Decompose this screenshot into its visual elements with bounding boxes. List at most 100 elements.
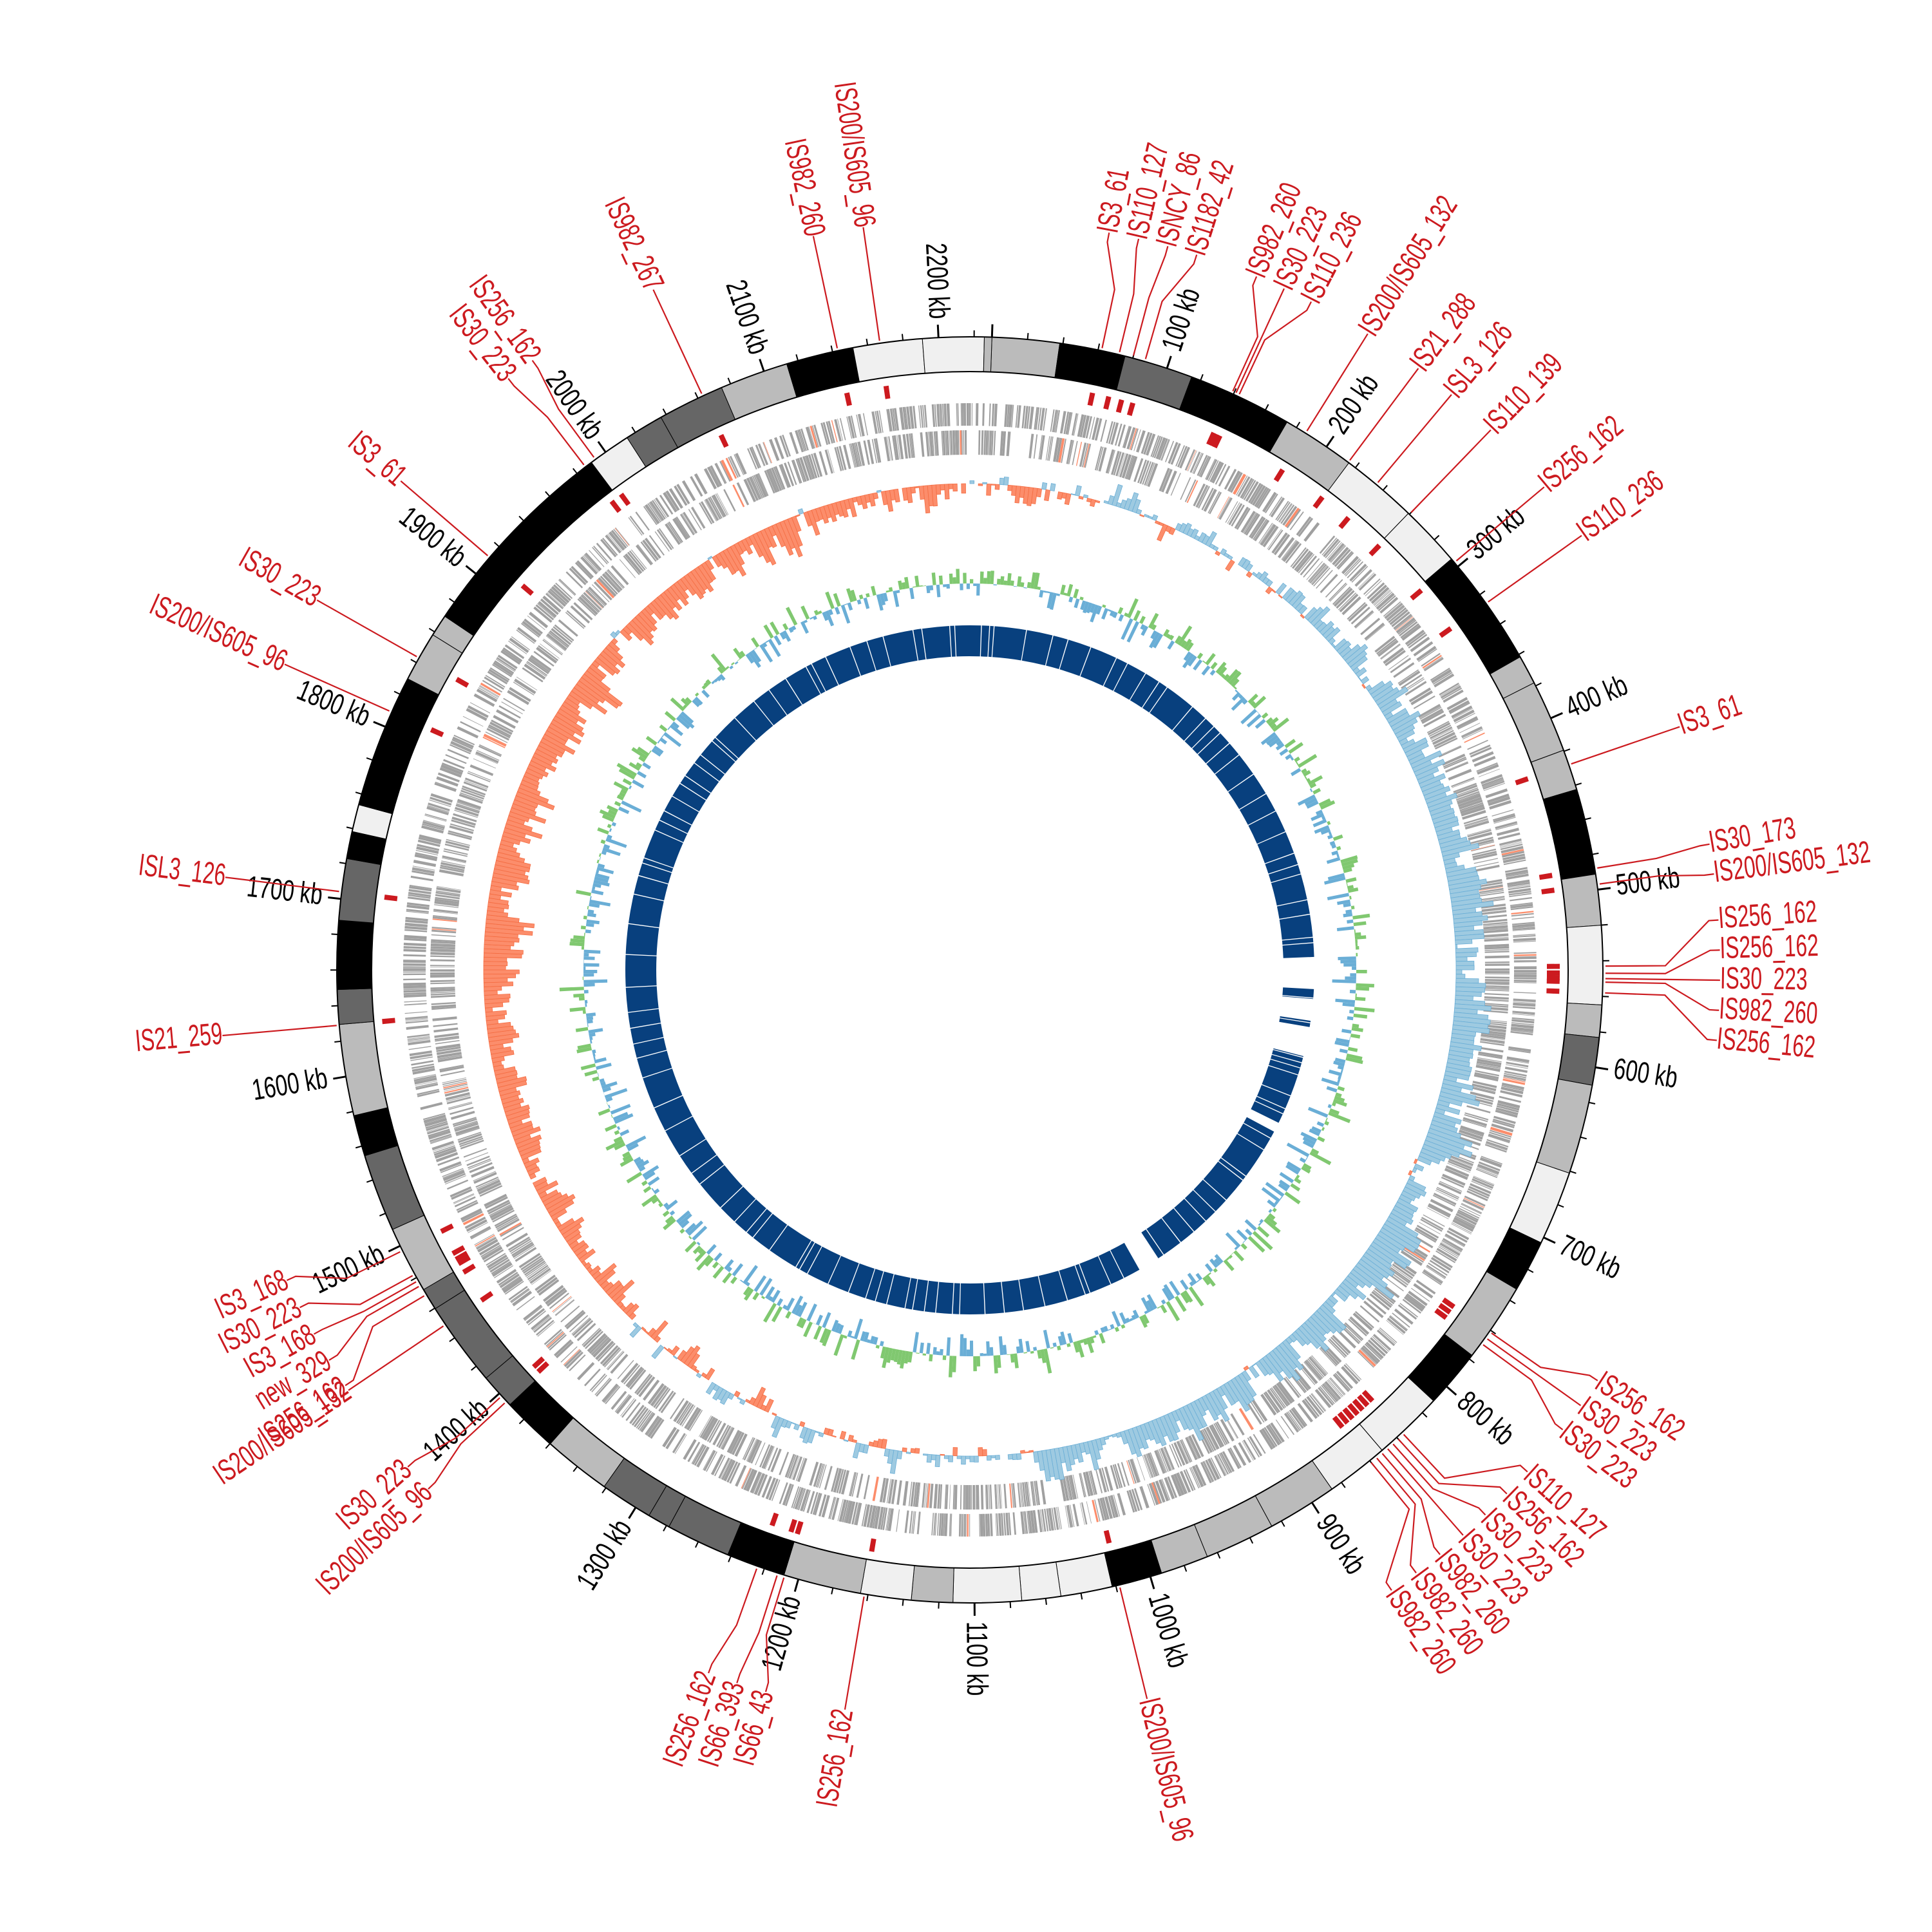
is-marker	[520, 583, 534, 596]
gene-reverse	[887, 1479, 894, 1504]
gc-content-bar	[1264, 1218, 1281, 1234]
gene-reverse	[873, 439, 880, 463]
gene-reverse	[430, 988, 455, 992]
is-marker	[440, 1223, 454, 1234]
gene-reverse	[679, 513, 695, 536]
gc-content-bar	[1068, 596, 1074, 603]
gene-reverse	[1045, 436, 1050, 460]
gene-reverse	[1157, 1450, 1166, 1473]
gc-content-bar	[1272, 717, 1289, 732]
gene-reverse	[1285, 1376, 1302, 1397]
gc-skew-bar	[1024, 1451, 1030, 1454]
inner-block	[638, 863, 672, 884]
gene-forward	[453, 1194, 475, 1204]
gene-reverse	[1048, 436, 1054, 461]
gc-content-bar	[1337, 1086, 1345, 1092]
gene-forward	[481, 1245, 502, 1258]
gc-content-bar	[886, 1347, 893, 1363]
gc-content-bar	[587, 913, 596, 918]
gc-content-bar	[665, 1199, 678, 1211]
gc-content-bar	[857, 599, 862, 605]
gene-forward	[831, 420, 838, 442]
gene-forward	[1283, 1412, 1300, 1433]
is-marker-track	[382, 385, 1560, 1552]
gene-forward	[1477, 1164, 1500, 1175]
gc-skew-bar	[1044, 489, 1051, 502]
gene-forward	[1452, 708, 1473, 719]
major-tick	[1166, 355, 1172, 369]
gene-forward	[433, 1146, 456, 1156]
major-tick	[1457, 557, 1469, 567]
gene-forward	[1513, 961, 1537, 963]
gene-forward	[794, 1487, 804, 1510]
gc-content-bar	[966, 583, 970, 589]
gc-content-bar	[1356, 983, 1374, 988]
gene-forward	[1265, 1425, 1281, 1446]
gene-reverse	[467, 772, 491, 782]
gene-reverse	[1165, 470, 1177, 495]
gene-forward	[1455, 712, 1475, 724]
gene-reverse	[1027, 1481, 1031, 1506]
gene-forward	[1041, 1509, 1046, 1532]
gene-forward	[1304, 1398, 1320, 1417]
gene-forward	[478, 686, 499, 698]
inner-block	[625, 923, 659, 956]
gc-skew-bar	[611, 638, 618, 645]
gene-reverse	[1218, 497, 1231, 519]
gene-reverse	[1484, 987, 1510, 989]
gene-reverse	[640, 541, 657, 562]
gc-content-bar	[1355, 946, 1359, 950]
gene-forward	[1452, 1219, 1474, 1232]
gene-forward	[405, 1016, 428, 1019]
gc-content-bar	[695, 692, 699, 697]
gene-forward	[408, 1046, 431, 1050]
gc-content-bar	[1073, 1341, 1080, 1353]
gene-forward	[446, 1179, 469, 1190]
gene-reverse	[1457, 1135, 1481, 1146]
gene-forward	[1027, 1511, 1030, 1534]
gene-reverse	[1022, 1482, 1027, 1507]
gc-content-bar	[1209, 669, 1216, 676]
gene-forward	[1218, 466, 1231, 487]
inner-block	[1268, 865, 1301, 882]
gene-forward	[1161, 439, 1170, 461]
is-connector-line	[407, 1397, 500, 1468]
gc-content-bar	[592, 886, 596, 891]
gene-reverse	[704, 500, 717, 522]
gene-forward	[1259, 1429, 1274, 1450]
gc-content-bar	[600, 1081, 606, 1086]
gc-content-bar	[926, 1343, 931, 1354]
gene-reverse	[1380, 643, 1401, 659]
gene-forward	[433, 1144, 455, 1152]
gene-forward	[1050, 409, 1055, 432]
gene-reverse	[924, 1483, 927, 1508]
gene-reverse	[1170, 473, 1181, 496]
gene-forward	[806, 1491, 815, 1513]
gene-forward	[1053, 1507, 1059, 1530]
gene-reverse	[855, 442, 862, 467]
gc-content-bar	[813, 615, 817, 620]
gene-reverse	[638, 1376, 656, 1397]
gene-reverse	[526, 661, 548, 676]
gene-forward	[861, 1504, 867, 1527]
gc-content-bar	[1083, 1338, 1088, 1345]
gene-forward	[1216, 1455, 1227, 1475]
gc-content-bar	[598, 1108, 611, 1116]
inner-block	[637, 1050, 672, 1078]
gene-reverse	[459, 1137, 484, 1148]
gene-reverse	[676, 516, 690, 538]
gene-forward	[494, 660, 515, 674]
gene-reverse	[896, 1480, 902, 1505]
gene-forward	[714, 463, 726, 484]
gene-reverse	[1385, 650, 1406, 667]
gene-forward	[457, 1202, 478, 1213]
gc-content-bar	[1247, 694, 1258, 704]
gene-reverse	[1285, 543, 1302, 564]
gene-reverse	[1484, 984, 1510, 986]
gene-forward	[1491, 1123, 1514, 1133]
gene-forward	[1155, 437, 1166, 460]
gene-forward	[1349, 564, 1367, 582]
gc-skew-bar	[1007, 484, 1013, 491]
gc-skew-bar	[1014, 486, 1021, 504]
gene-forward	[1117, 1493, 1126, 1516]
